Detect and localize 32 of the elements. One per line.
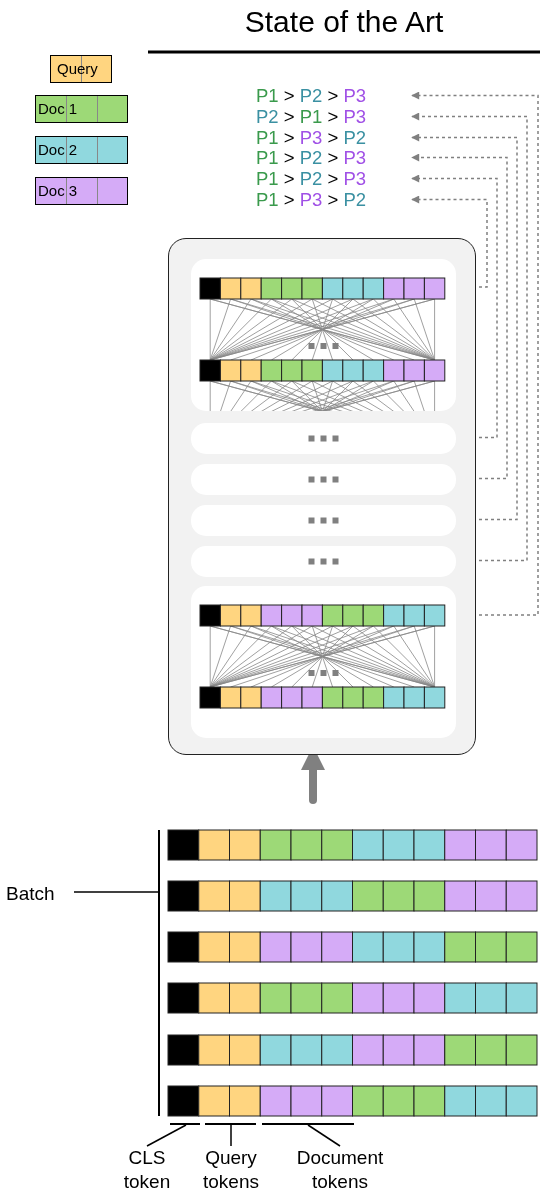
layer-panel: [191, 586, 456, 738]
ranking-text: P1 > P3 > P2: [256, 127, 367, 148]
ranking-text: P1 > P2 > P3: [256, 147, 367, 168]
layer-panel: [191, 259, 456, 411]
leader-line: [146, 1124, 187, 1147]
legend-label: Query: [57, 60, 98, 78]
token-label: Document tokens: [284, 1146, 396, 1194]
model-box: [168, 238, 476, 755]
layer-panel: [191, 505, 456, 536]
ranking-text: P2 > P1 > P3: [256, 106, 367, 127]
layer-panel: [191, 546, 456, 577]
dashed-arrow: [411, 195, 488, 288]
dashed-arrow: [411, 133, 518, 521]
batch-label: Batch: [6, 882, 68, 906]
legend-label: Doc 1: [38, 100, 78, 118]
dashed-arrow: [411, 174, 498, 439]
dashed-arrow: [411, 112, 528, 562]
title: State of the Art: [243, 4, 445, 40]
legend-label: Doc 3: [38, 182, 78, 200]
ranking-text: P1 > P2 > P3: [256, 168, 367, 189]
leader-line: [73, 891, 159, 893]
token-label: CLS token: [118, 1146, 176, 1194]
layer-panel: [191, 464, 456, 495]
dashed-arrow: [411, 153, 508, 480]
dashed-arrow: [411, 91, 539, 616]
token-label: Query tokens: [190, 1146, 272, 1194]
leader-line: [307, 1124, 341, 1147]
legend-label: Doc 2: [38, 141, 78, 159]
leader-line: [230, 1124, 232, 1147]
ranking-text: P1 > P3 > P2: [256, 189, 367, 210]
layer-panel: [191, 423, 456, 454]
ranking-text: P1 > P2 > P3: [256, 85, 367, 106]
